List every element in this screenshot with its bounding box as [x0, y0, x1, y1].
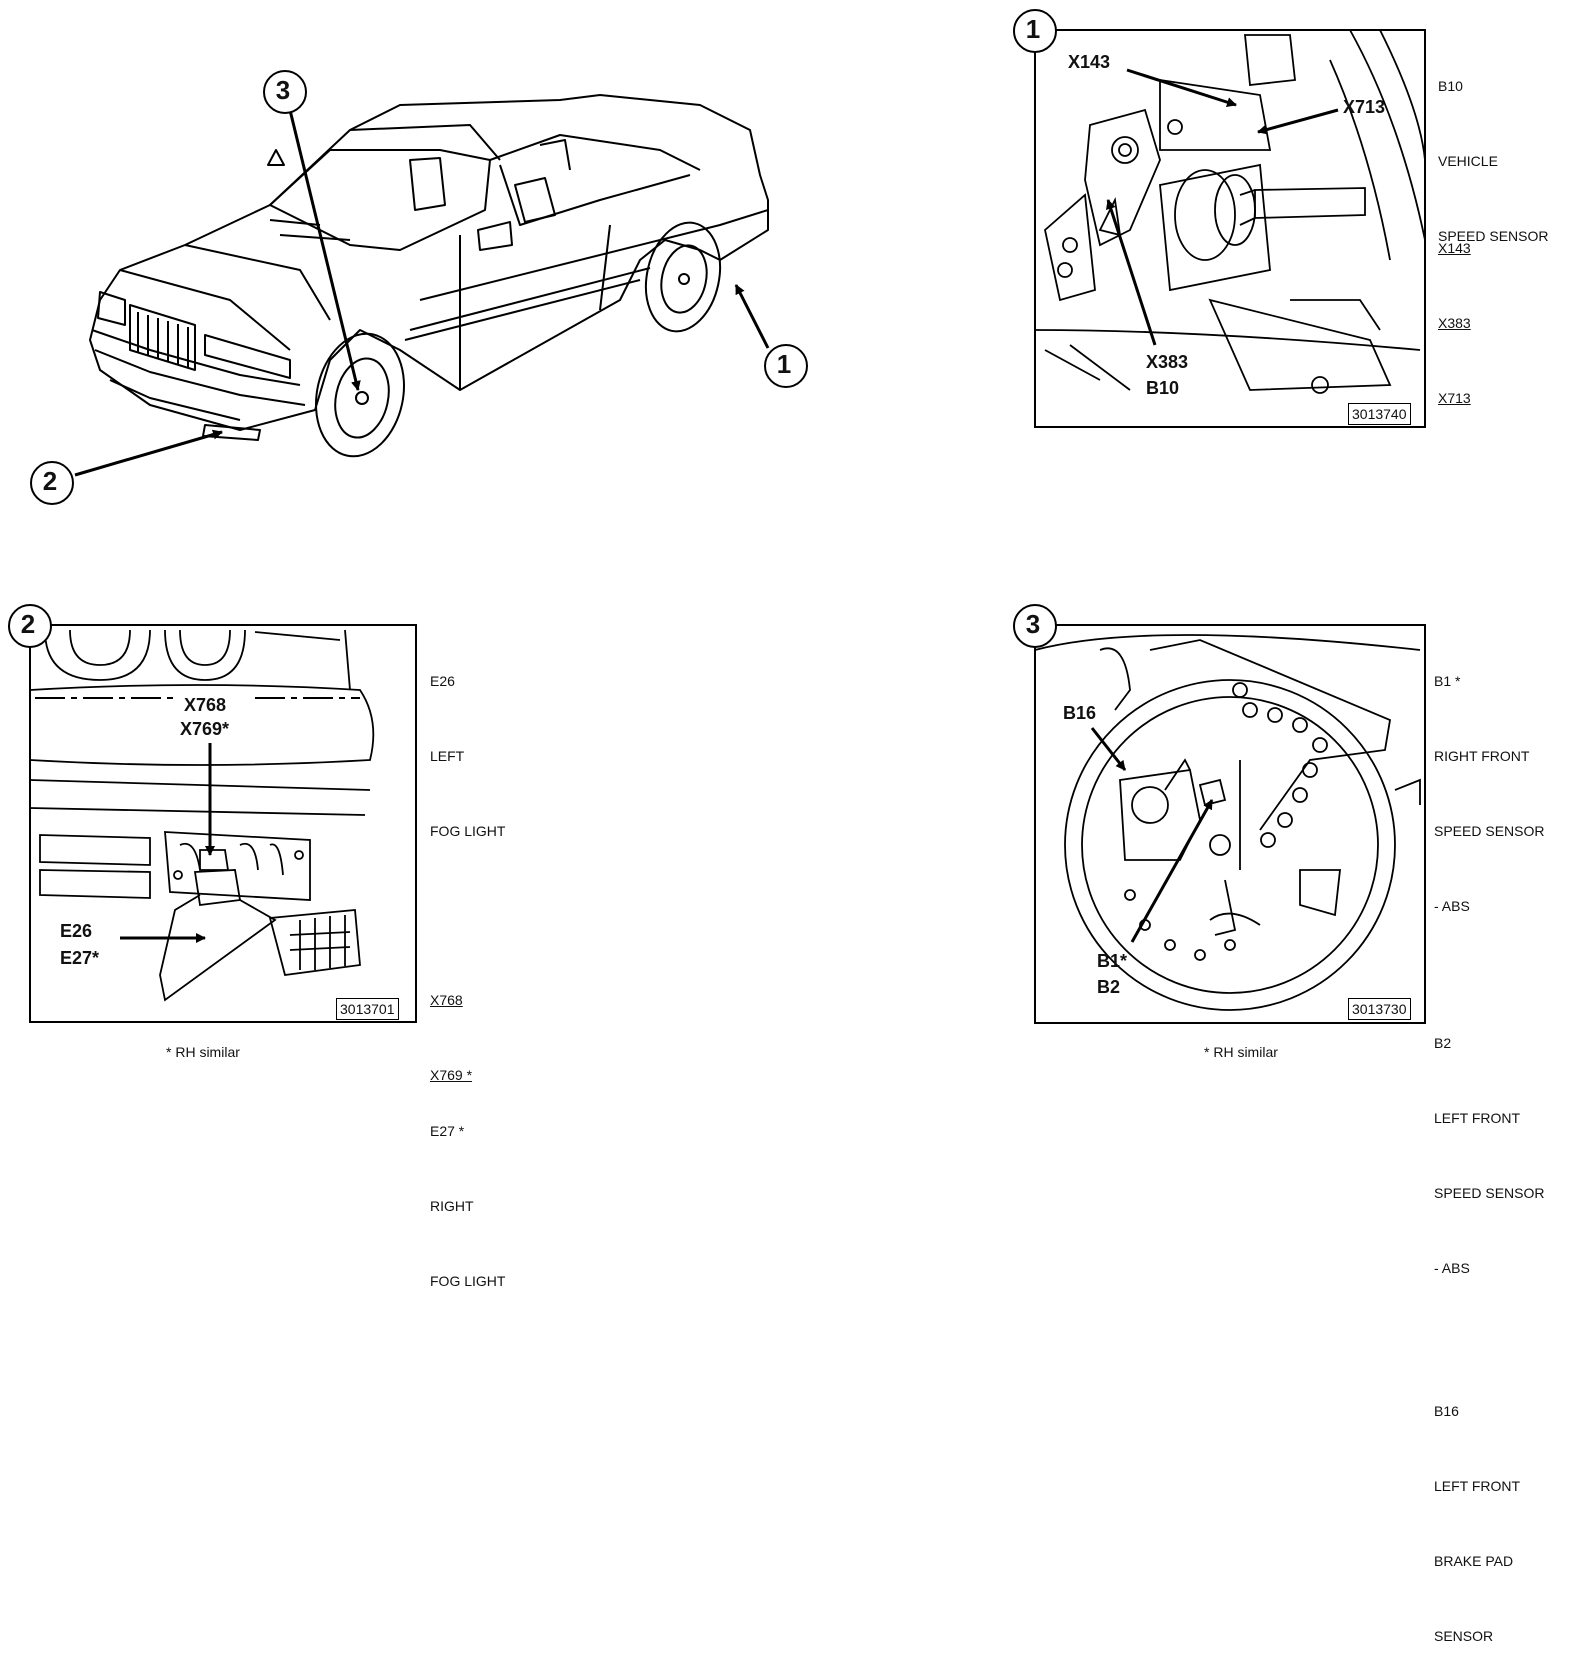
panel1-figure-number: 3013740 [1348, 403, 1411, 425]
panel1-arrows [1106, 68, 1339, 346]
panel3-legend-line [1434, 969, 1544, 981]
panel3-footnote: * RH similar [1204, 1044, 1278, 1060]
panel2-legend-line: E27 * [430, 1123, 465, 1139]
panel1-badge: 1 [1025, 14, 1041, 44]
panel1-connector: X143 [1438, 240, 1471, 256]
panel1-legend-line: SPEED SENSOR [1438, 228, 1549, 244]
panel1-label-x713: X713 [1343, 97, 1386, 117]
panel2-legend-line: LEFT [430, 748, 465, 764]
panel1-connector-list: X143 X383 X713 [1438, 186, 1471, 436]
panel2-legend-line: RIGHT [430, 1198, 474, 1214]
panel3-legend-line: BRAKE PAD [1434, 1553, 1514, 1569]
panel3-legend-line: B2 [1434, 1035, 1452, 1051]
panel3-legend-line: - ABS [1434, 1260, 1470, 1276]
panel1-legend: B10 VEHICLE SPEED SENSOR [1438, 24, 1548, 274]
overview-badge-circles [30, 70, 808, 505]
panel1-label-b10: B10 [1146, 378, 1180, 398]
panel2-arrows [120, 743, 215, 943]
panel2-illustration [29, 629, 375, 1002]
panel1-legend-line: VEHICLE [1438, 153, 1498, 169]
panel2-legend-line: FOG LIGHT [430, 1273, 506, 1289]
panel3-legend-line: - ABS [1434, 898, 1470, 914]
panel2-footnote: * RH similar [166, 1044, 240, 1060]
panel3-legend-line: RIGHT FRONT [1434, 748, 1530, 764]
panel2-label-e27: E27* [60, 948, 100, 968]
panel3-legend-line: SPEED SENSOR [1434, 823, 1545, 839]
panel2-label-e26: E26 [60, 921, 93, 941]
panel3-legend: B1 * RIGHT FRONT SPEED SENSOR - ABS B2 L… [1434, 619, 1544, 1674]
panel3-legend-line: LEFT FRONT [1434, 1478, 1521, 1494]
panel1-label-x383: X383 [1146, 352, 1189, 372]
panel3-label-b2: B2 [1097, 977, 1121, 997]
panel3-arrows [1090, 727, 1214, 943]
panel3-label-b1: B1* [1097, 951, 1128, 971]
panel3-legend-line [1434, 1331, 1544, 1349]
panel3-badge: 3 [1025, 609, 1041, 639]
panel2-figure-number: 3013701 [336, 998, 399, 1020]
panel2-connector-list: X768 X769 * [430, 938, 472, 1113]
panel2-legend-line: E26 [430, 673, 455, 689]
panel3-legend-line: SENSOR [1434, 1628, 1494, 1644]
panel2-label-x769: X769* [180, 719, 230, 739]
diagram-artwork [8, 9, 1426, 1024]
callout-3-number: 3 [275, 75, 291, 105]
panel2-connector: X768 [430, 992, 463, 1008]
callout-1-number: 1 [776, 349, 792, 379]
callout-2-number: 2 [42, 466, 58, 496]
panel1-connector: X383 [1438, 315, 1471, 331]
panel3-badge-circle [1013, 604, 1057, 648]
panel1-label-x143: X143 [1068, 52, 1111, 72]
overview-arrows [74, 109, 770, 477]
panel2-badge: 2 [20, 609, 36, 639]
panel3-frame [1034, 624, 1426, 1024]
panel1-illustration [1034, 29, 1426, 394]
panel3-legend-line: B16 [1434, 1403, 1459, 1419]
panel2-badge-circle [8, 604, 52, 648]
panel3-figure-number: 3013730 [1348, 998, 1411, 1020]
panel3-legend-line: SPEED SENSOR [1434, 1185, 1545, 1201]
panel3-legend-line: LEFT FRONT [1434, 1110, 1521, 1126]
panel2-frame [29, 624, 417, 1023]
panel2-legend-line: FOG LIGHT [430, 823, 506, 839]
panel2-label-x768: X768 [182, 695, 229, 715]
panel1-frame [1034, 29, 1426, 428]
panel1-badge-circle [1013, 9, 1057, 53]
panel1-connector: X713 [1438, 390, 1471, 406]
panel3-legend-line: B1 * [1434, 673, 1461, 689]
panel2-legend-line [430, 894, 505, 919]
panel2-connector: X769 * [430, 1067, 473, 1083]
panel1-legend-line: B10 [1438, 78, 1463, 94]
car-illustration [89, 94, 769, 458]
panel3-illustration [1034, 634, 1421, 1011]
panel3-label-b16: B16 [1063, 703, 1097, 723]
